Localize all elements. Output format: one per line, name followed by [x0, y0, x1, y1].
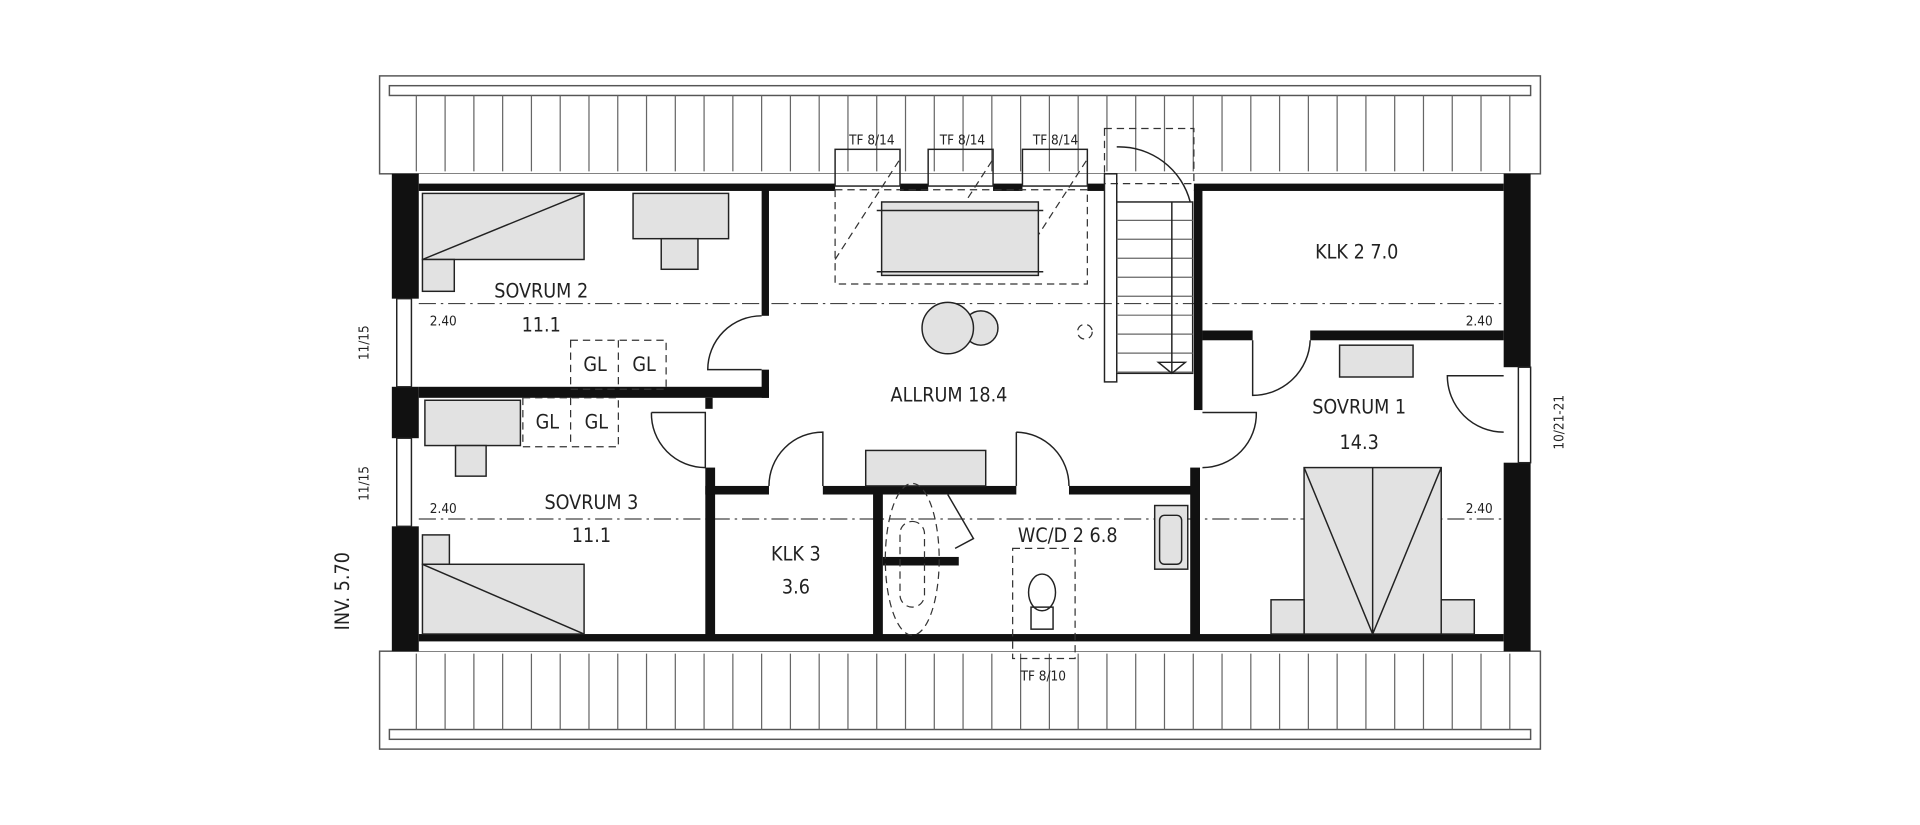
- inv-label: INV. 5.70: [331, 552, 354, 630]
- roof-window-label: TF 8/14: [848, 133, 895, 148]
- storage-label: GL: [632, 353, 656, 376]
- room-area-sovrum-2: 11.1: [522, 314, 561, 337]
- room-labels: TF 8/14 TF 8/14 TF 8/14 TF 8/10 SOVRUM 2…: [331, 133, 1568, 684]
- roof-window: [834, 148, 1089, 285]
- room-area-sovrum-1: 14.3: [1340, 431, 1379, 454]
- window-label: 11/15: [358, 325, 373, 360]
- ceiling-height: 2.40: [1466, 502, 1493, 517]
- window: [396, 297, 1532, 528]
- roof-bottom: [378, 650, 1542, 750]
- room-area-sovrum-3: 11.1: [572, 524, 611, 547]
- staircase: [1103, 127, 1195, 383]
- door: [650, 315, 1504, 550]
- room-label-allrum: ALLRUM 18.4: [891, 383, 1008, 406]
- interior-walls: [418, 189, 1504, 637]
- ceiling-height: 2.40: [1466, 315, 1493, 330]
- room-area-klk-3: 3.6: [782, 576, 810, 599]
- room-label-wc-d-2: WC/D 2 6.8: [1018, 524, 1118, 547]
- roof-window-label: TF 8/14: [1032, 133, 1079, 148]
- storage-label: GL: [536, 410, 560, 433]
- ceiling-height: 2.40: [430, 502, 457, 517]
- furniture: [421, 192, 1476, 660]
- exterior-walls: [391, 173, 1531, 652]
- room-name-klk-3: KLK 3: [771, 543, 821, 566]
- roof-window-label: TF 8/14: [939, 133, 986, 148]
- window-label: 10/21-21: [1553, 395, 1568, 450]
- storage-label: GL: [585, 410, 609, 433]
- ceiling-height: 2.40: [430, 315, 457, 330]
- room-label-klk-2: KLK 2 7.0: [1315, 240, 1398, 263]
- room-name-sovrum-3: SOVRUM 3: [544, 491, 638, 514]
- roof-top: [378, 75, 1542, 175]
- roof-window-label: TF 8/10: [1020, 670, 1066, 685]
- room-name-sovrum-1: SOVRUM 1: [1312, 396, 1406, 419]
- window-label: 11/15: [358, 466, 373, 501]
- room-name-sovrum-2: SOVRUM 2: [494, 279, 588, 302]
- storage-label: GL: [583, 353, 607, 376]
